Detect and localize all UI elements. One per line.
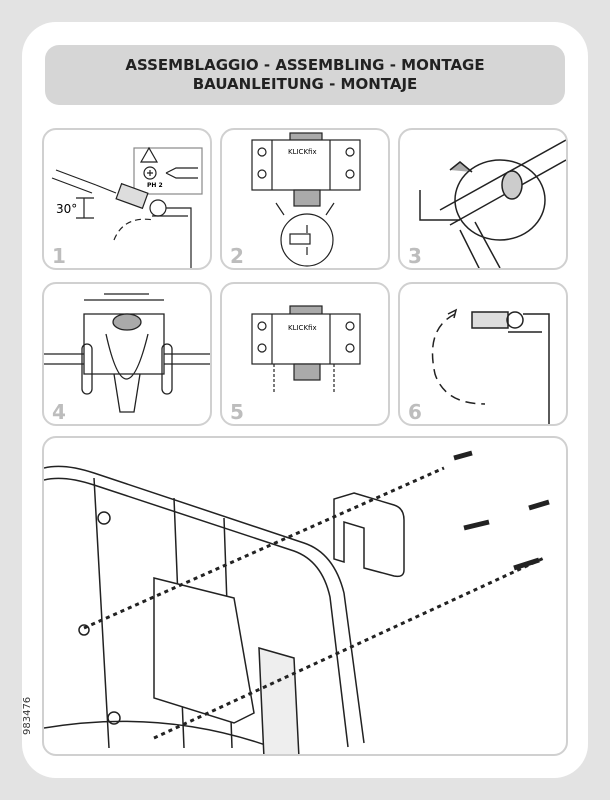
step-4-panel: 4 [42,282,212,426]
klickfix-label: KLICKfix [288,148,317,156]
step-number-badge: 2 [230,244,244,268]
warning-icon [139,146,159,163]
step-number-badge: 5 [230,400,244,424]
part-code: 983476 [22,696,33,735]
main-assembly-panel [42,436,568,756]
step-6-panel: 6 [398,282,568,426]
step-4-illustration [44,293,210,413]
step-number-badge: 4 [52,400,66,424]
step-6-illustration [431,308,550,424]
step-number-badge: 3 [408,244,422,268]
angle-label: 30° [56,202,78,216]
title-line-1: ASSEMBLAGGIO - ASSEMBLING - MONTAGE [125,56,485,74]
basket-assembly-illustration [44,450,550,754]
step-3-panel: 3 [398,128,568,270]
klickfix-label: KLICKfix [288,324,317,332]
title-line-2: BAUANLEITUNG - MONTAJE [192,75,418,93]
step-number-badge: 6 [408,400,422,424]
page-title: ASSEMBLAGGIO - ASSEMBLING - MONTAGE BAUA… [45,45,565,105]
step-1-illustration [51,146,203,268]
step-2-panel: KLICKfix 2 [220,128,390,270]
phillips-icon [143,166,157,180]
step-1-panel: 30° PH 2 1 [42,128,212,270]
step-2-illustration [251,132,361,267]
step-5-panel: KLICKfix 5 [220,282,390,426]
step-5-illustration [251,305,361,392]
step-3-illustration [419,139,566,268]
step-number-badge: 1 [52,244,66,268]
bit-label: PH 2 [147,182,163,189]
